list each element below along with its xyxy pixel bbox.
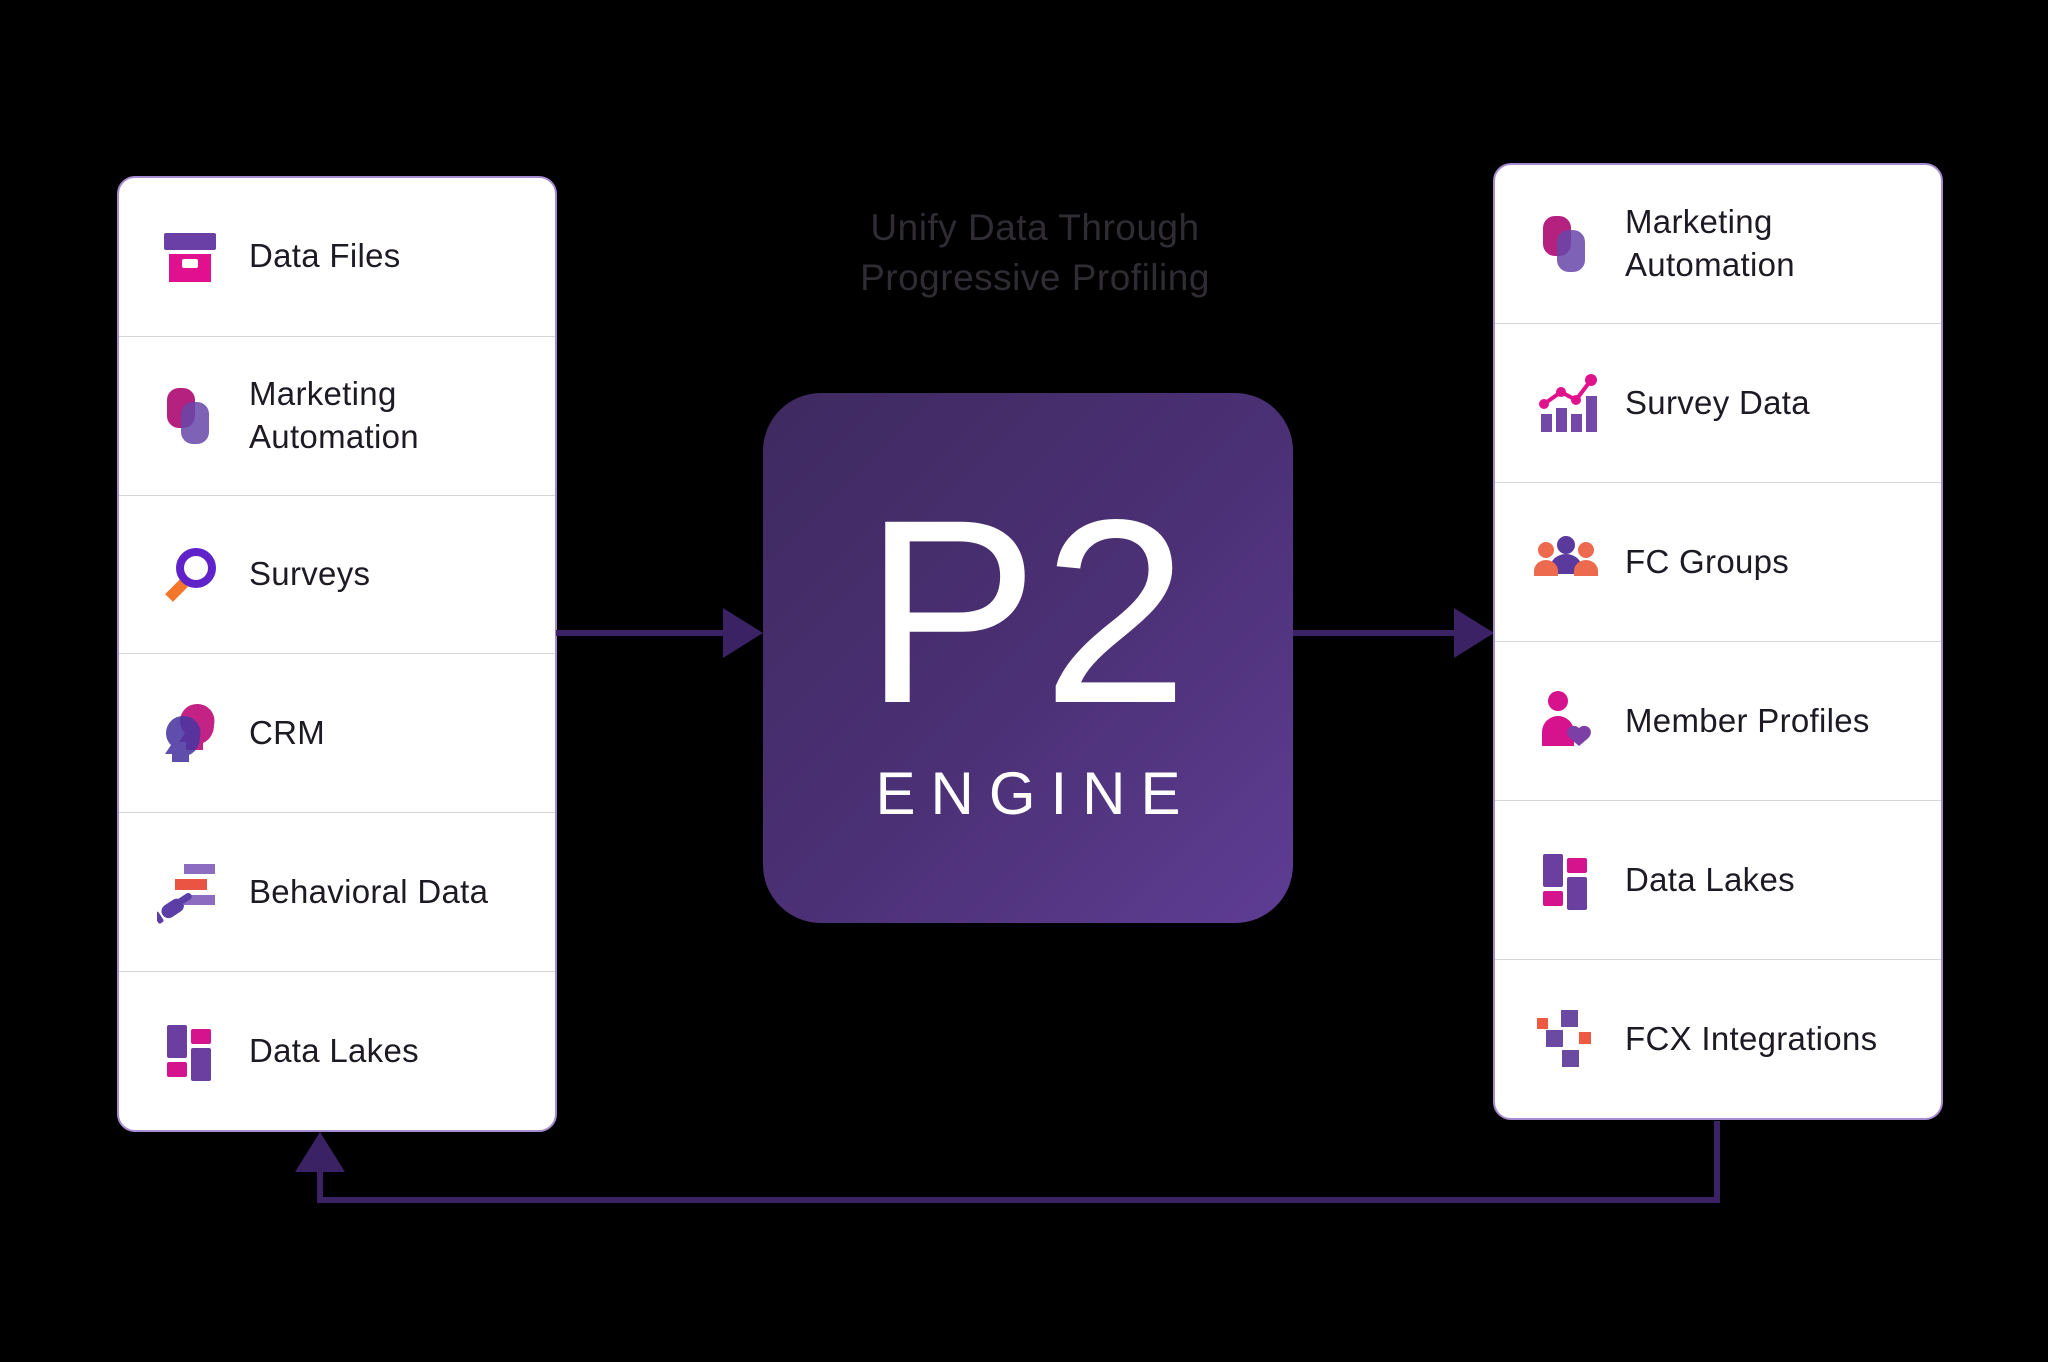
member-profile-icon <box>1533 688 1599 754</box>
feedback-line-horizontal <box>317 1197 1720 1203</box>
fcx-integrations-icon <box>1533 1006 1599 1072</box>
output-label: Marketing Automation <box>1625 203 1795 283</box>
crm-heads-icon <box>157 700 223 766</box>
sources-panel: Data Files Marketing Automation Surveys <box>117 176 557 1132</box>
source-label: Marketing Automation <box>249 374 419 455</box>
output-row-fcx-integrations: FCX Integrations <box>1495 960 1941 1118</box>
output-label: FC Groups <box>1625 542 1790 580</box>
engine-label: P2 <box>863 465 1193 759</box>
archive-box-icon <box>157 224 223 290</box>
connector-sources-to-engine <box>556 630 726 636</box>
source-row-crm: CRM <box>119 654 555 814</box>
source-row-marketing-automation: Marketing Automation <box>119 337 555 496</box>
source-row-data-lakes: Data Lakes <box>119 972 555 1130</box>
behavioral-data-icon <box>157 859 223 925</box>
output-row-member-profiles: Member Profiles <box>1495 642 1941 801</box>
source-row-surveys: Surveys <box>119 496 555 655</box>
arrowhead-engine-to-outputs <box>1454 608 1494 658</box>
survey-chart-icon <box>1533 370 1599 436</box>
source-label: Data Lakes <box>249 1031 419 1069</box>
source-row-data-files: Data Files <box>119 178 555 337</box>
fc-groups-icon <box>1533 529 1599 595</box>
output-label: Member Profiles <box>1625 701 1870 739</box>
output-row-data-lakes: Data Lakes <box>1495 801 1941 960</box>
source-label: CRM <box>249 713 326 751</box>
source-label: Behavioral Data <box>249 872 489 910</box>
source-label: Surveys <box>249 555 371 593</box>
output-label: Survey Data <box>1625 383 1810 421</box>
source-label: Data Files <box>249 237 401 275</box>
arrowhead-feedback-to-sources <box>295 1132 345 1172</box>
arrowhead-sources-to-engine <box>723 608 763 658</box>
output-label: FCX Integrations <box>1625 1019 1878 1057</box>
output-label: Data Lakes <box>1625 860 1795 898</box>
diagram-title: Unify Data Through Progressive Profiling <box>557 203 1513 303</box>
output-row-survey-data: Survey Data <box>1495 324 1941 483</box>
data-lakes-icon <box>157 1018 223 1084</box>
feedback-line-up <box>317 1166 323 1203</box>
marketing-automation-icon <box>1533 211 1599 277</box>
output-row-fc-groups: FC Groups <box>1495 483 1941 642</box>
connector-engine-to-outputs <box>1293 630 1457 636</box>
feedback-line-down <box>1714 1121 1720 1203</box>
engine-sublabel: ENGINE <box>875 759 1196 827</box>
outputs-panel: Marketing Automation Survey Data <box>1493 163 1943 1120</box>
magnifier-icon <box>157 542 223 608</box>
data-lakes-icon <box>1533 847 1599 913</box>
marketing-automation-icon <box>157 383 223 449</box>
source-row-behavioral-data: Behavioral Data <box>119 813 555 973</box>
diagram-title-line1: Unify Data Through <box>870 207 1200 248</box>
p2-engine-box: P2 ENGINE <box>763 393 1293 923</box>
output-row-marketing-automation: Marketing Automation <box>1495 165 1941 324</box>
diagram-title-line2: Progressive Profiling <box>860 256 1210 298</box>
